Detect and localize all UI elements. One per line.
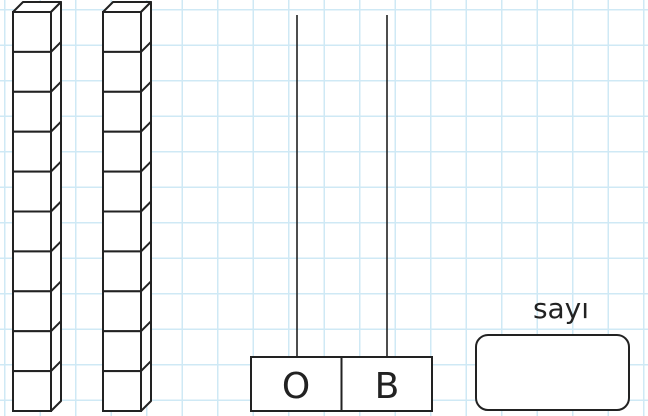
rod-cube <box>103 52 141 92</box>
rod-cube <box>13 251 51 291</box>
rod-cube <box>13 331 51 371</box>
rod-cube <box>13 92 51 132</box>
rod-cube <box>103 212 141 252</box>
rod-cube <box>103 132 141 172</box>
rod-cube <box>13 291 51 331</box>
rod-cube <box>13 172 51 212</box>
rod-cube <box>13 12 51 52</box>
answer-box[interactable] <box>476 335 629 410</box>
answer-box-label: sayı <box>533 292 589 325</box>
abacus-label-ones: O <box>282 366 310 407</box>
abacus: O B <box>251 15 432 411</box>
rod-cube <box>103 12 141 52</box>
rod-cube <box>13 371 51 411</box>
ten-rod <box>103 2 151 411</box>
rod-cube <box>103 92 141 132</box>
rod-cube <box>103 291 141 331</box>
rod-cube <box>103 251 141 291</box>
abacus-label-tens: B <box>375 366 400 407</box>
answer-section: sayı <box>476 292 629 410</box>
rod-cube <box>103 172 141 212</box>
rod-cube <box>13 212 51 252</box>
rod-cube <box>103 331 141 371</box>
rod-cube <box>13 52 51 92</box>
ten-rod <box>13 2 61 411</box>
ten-rods-group <box>13 2 151 411</box>
rod-cube <box>103 371 141 411</box>
rod-cube <box>13 132 51 172</box>
